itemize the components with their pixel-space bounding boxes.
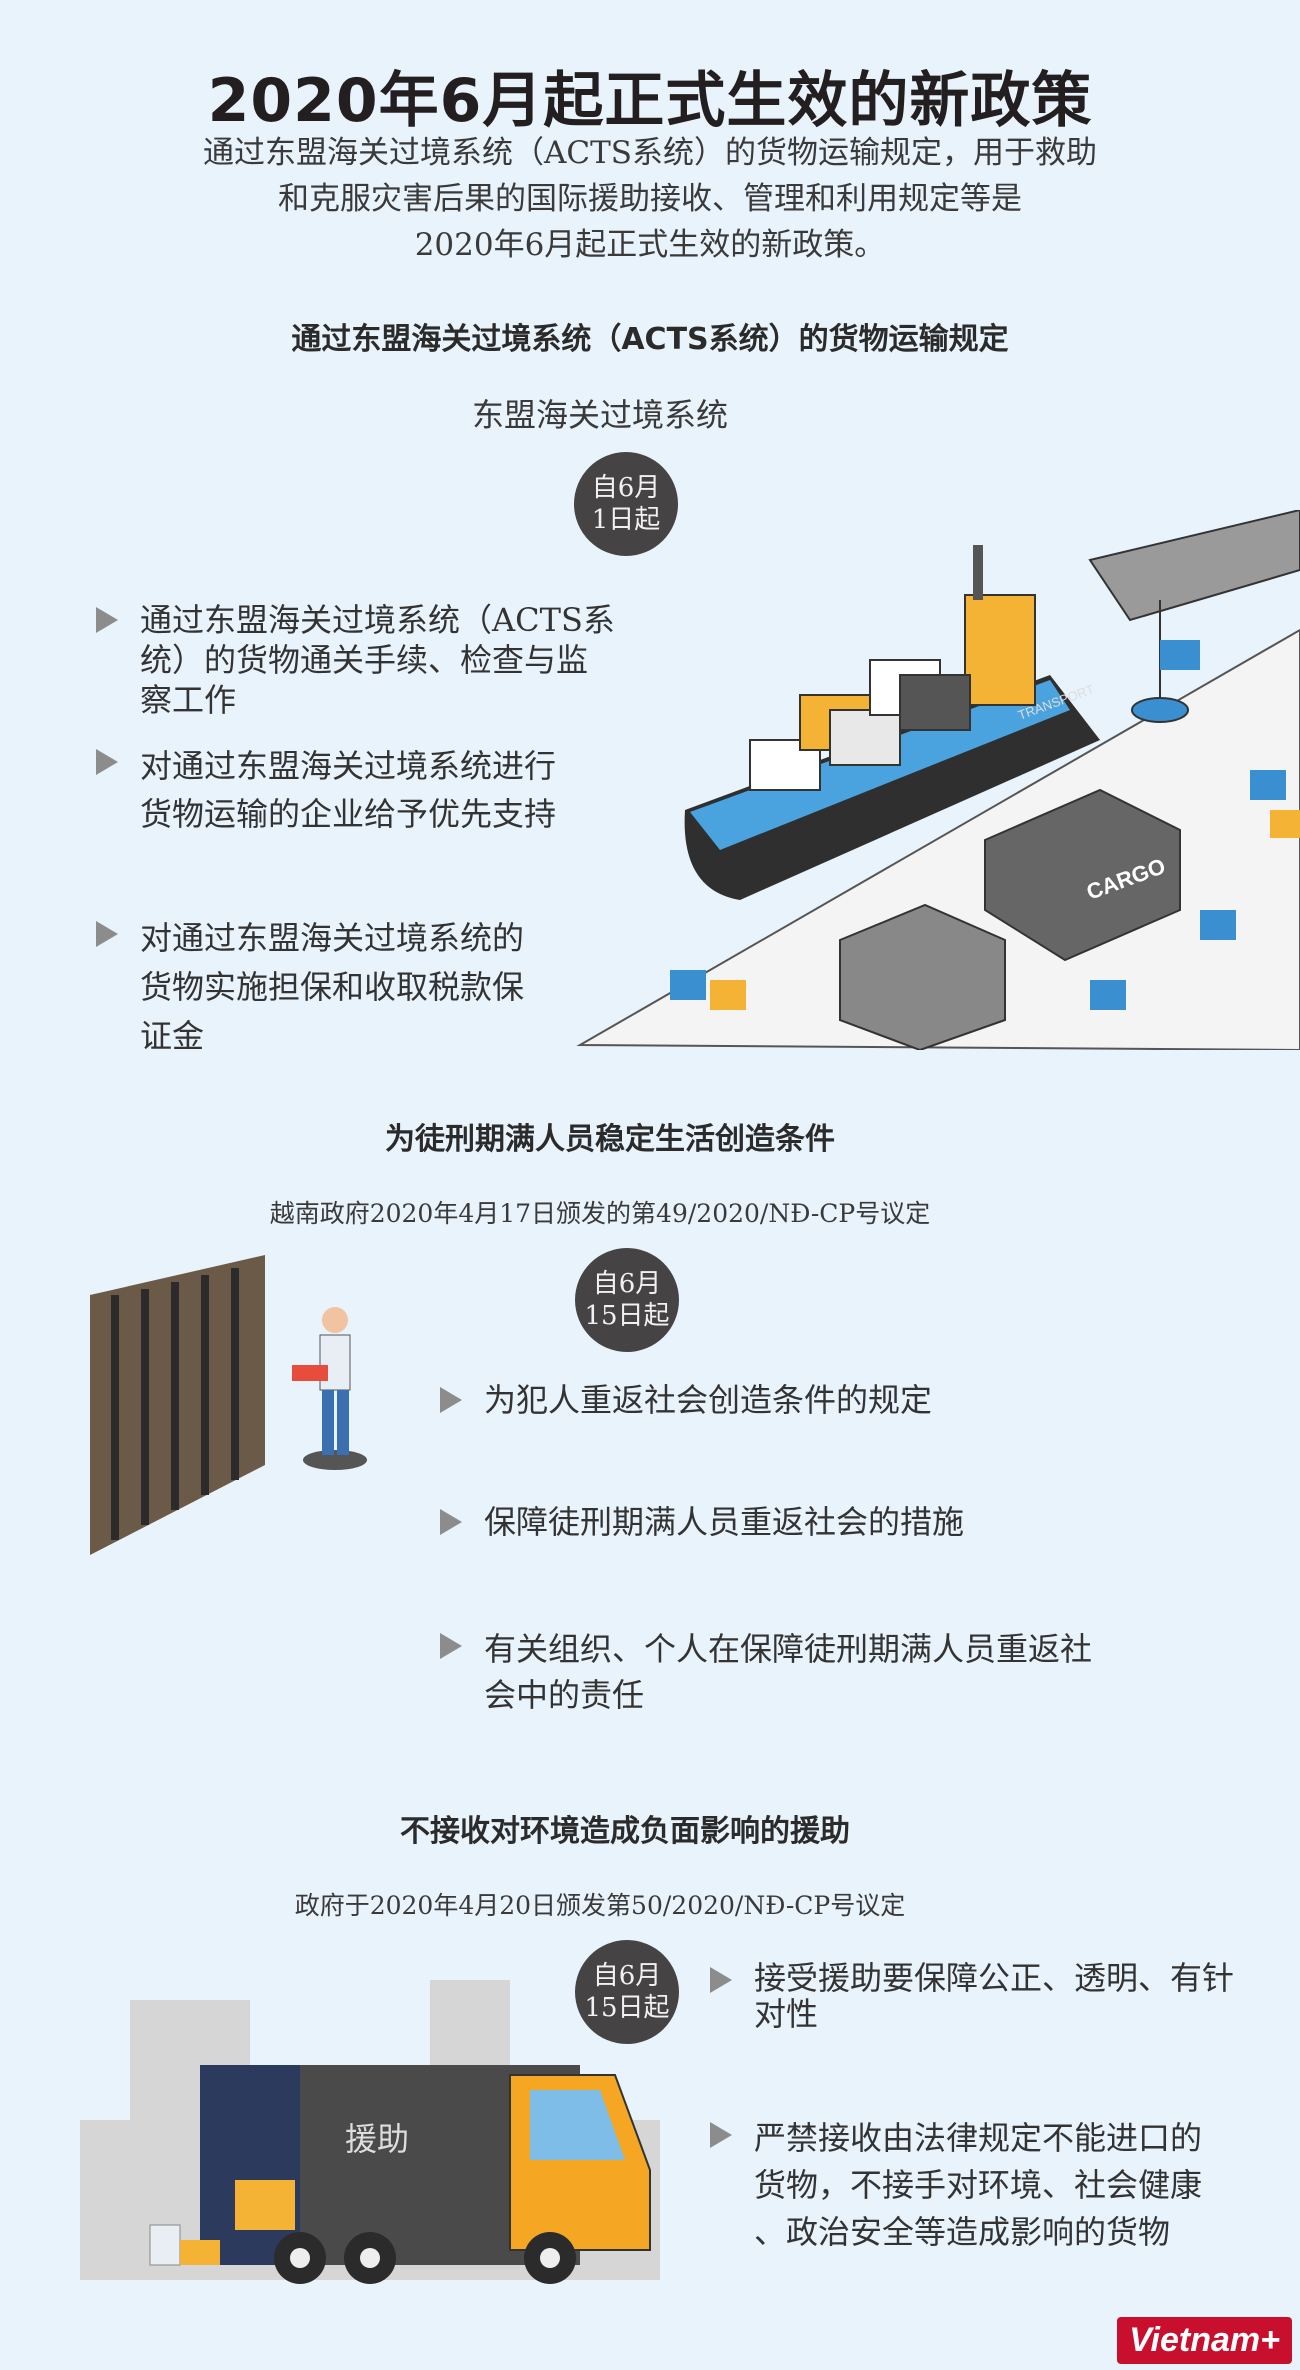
date-badge: 自6月 1日起	[574, 452, 678, 556]
badge-line: 自6月	[591, 473, 661, 503]
date-badge: 自6月 15日起	[575, 1248, 679, 1352]
triangle-bullet-icon	[96, 749, 118, 775]
bullet-item: 对通过东盟海关过境系统的 货物实施担保和收取税款保 证金	[96, 914, 656, 1061]
bullet-item: 通过东盟海关过境系统（ACTS系 统）的货物通关手续、检查与监 察工作	[96, 600, 656, 720]
bullet-line: 货物运输的企业给予优先支持	[140, 795, 557, 833]
triangle-bullet-icon	[96, 607, 118, 633]
intro-text: 通过东盟海关过境系统（ACTS系统）的货物运输规定，用于救助 和克服灾害后果的国…	[0, 130, 1300, 268]
triangle-bullet-icon	[710, 1967, 732, 1993]
page-title: 2020年6月起正式生效的新政策	[207, 66, 1093, 136]
bullet-line: 统）的货物通关手续、检查与监	[140, 641, 589, 679]
triangle-bullet-icon	[440, 1509, 462, 1535]
section1-subheading: 东盟海关过境系统	[471, 396, 728, 434]
date-badge: 自6月 15日起	[575, 1940, 679, 2044]
aid-truck-illustration: 援助	[80, 1980, 660, 2284]
cargo-container: CARGO	[984, 788, 1181, 962]
bullet-line: 对性	[754, 1995, 819, 2033]
cargo-port-illustration: TRANSPORT CARGO	[576, 510, 1300, 1050]
bullet-item: 对通过东盟海关过境系统进行 货物运输的企业给予优先支持	[96, 742, 656, 838]
section1-heading: 通过东盟海关过境系统（ACTS系统）的货物运输规定	[291, 322, 1009, 357]
badge-line: 15日起	[584, 1993, 670, 2023]
bullet-item: 保障徒刑期满人员重返社会的措施	[440, 1502, 1200, 1542]
badge-line: 自6月	[592, 1269, 662, 1299]
prison-release-illustration	[90, 1255, 367, 1555]
bullet-item: 为犯人重返社会创造条件的规定	[440, 1380, 1200, 1420]
bullet-line: 对通过东盟海关过境系统的	[140, 919, 525, 957]
bullet-line: 严禁接收由法律规定不能进口的	[754, 2119, 1203, 2157]
bullet-line: 货物，不接手对环境、社会健康	[754, 2166, 1203, 2204]
bullet-item: 有关组织、个人在保障徒刑期满人员重返社 会中的责任	[440, 1626, 1200, 1718]
vietnam-plus-logo[interactable]: Vietnam+	[1117, 2317, 1292, 2364]
intro-line: 通过东盟海关过境系统（ACTS系统）的货物运输规定，用于救助	[202, 135, 1098, 171]
bullet-line: 通过东盟海关过境系统（ACTS系	[140, 601, 615, 639]
bullet-line: 保障徒刑期满人员重返社会的措施	[484, 1503, 965, 1541]
bullet-item: 严禁接收由法律规定不能进口的 货物，不接手对环境、社会健康 、政治安全等造成影响…	[710, 2115, 1270, 2256]
section3-heading: 不接收对环境造成负面影响的援助	[400, 1814, 850, 1849]
section3-decree: 政府于2020年4月20日颁发第50/2020/NĐ-CP号议定	[294, 1891, 906, 1920]
intro-line: 2020年6月起正式生效的新政策。	[414, 227, 886, 263]
bullet-line: 察工作	[140, 681, 237, 719]
triangle-bullet-icon	[710, 2122, 732, 2148]
bullet-line: 证金	[140, 1017, 205, 1055]
badge-line: 自6月	[592, 1961, 662, 1991]
bullet-line: 、政治安全等造成影响的货物	[754, 2213, 1171, 2251]
bullet-item: 接受援助要保障公正、透明、有针 对性	[710, 1960, 1270, 2032]
triangle-bullet-icon	[440, 1633, 462, 1659]
section2-decree: 越南政府2020年4月17日颁发的第49/2020/NĐ-CP号议定	[269, 1199, 931, 1228]
triangle-bullet-icon	[440, 1387, 462, 1413]
badge-line: 15日起	[584, 1301, 670, 1331]
bullet-line: 会中的责任	[484, 1676, 645, 1714]
badge-line: 1日起	[591, 505, 661, 535]
bullet-line: 有关组织、个人在保障徒刑期满人员重返社	[484, 1630, 1093, 1668]
bullet-line: 接受援助要保障公正、透明、有针	[754, 1959, 1235, 1997]
bullet-line: 对通过东盟海关过境系统进行	[140, 747, 557, 785]
truck-label: 援助	[345, 2120, 409, 2158]
bullet-line: 为犯人重返社会创造条件的规定	[484, 1381, 933, 1419]
intro-line: 和克服灾害后果的国际援助接收、管理和利用规定等是	[278, 181, 1022, 217]
section2-heading: 为徒刑期满人员稳定生活创造条件	[385, 1122, 835, 1157]
triangle-bullet-icon	[96, 921, 118, 947]
bullet-line: 货物实施担保和收取税款保	[140, 968, 525, 1006]
